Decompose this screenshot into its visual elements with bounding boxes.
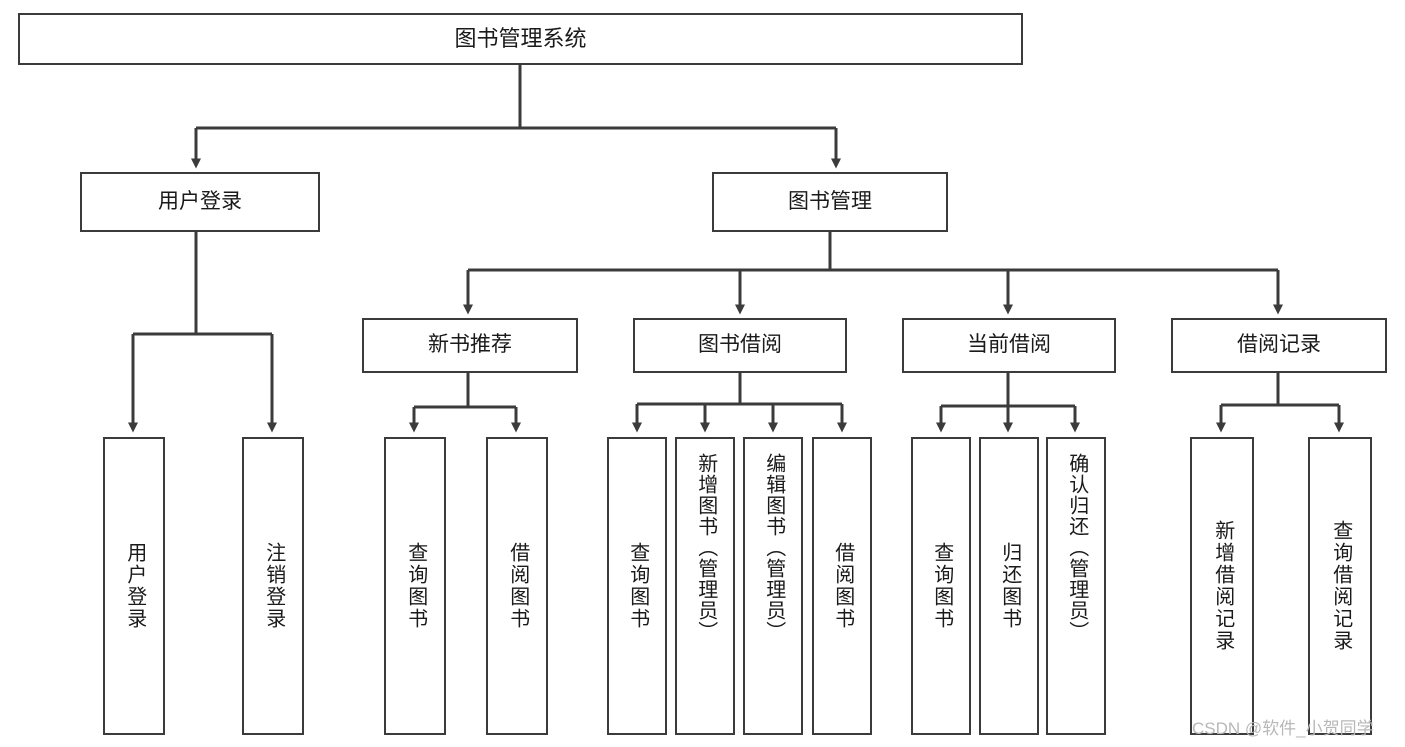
node-current-borrow-label: 当前借阅: [967, 333, 1051, 357]
node-book-management-label: 图书管理: [788, 189, 872, 213]
leaf-user-login-logout[interactable]: 注销登录: [242, 437, 304, 735]
leaf-label: 归还图书: [998, 542, 1021, 630]
leaf-user-login-login[interactable]: 用户登录: [103, 437, 165, 735]
leaf-new-book-query-book[interactable]: 查询图书: [384, 437, 446, 735]
node-user-login-label: 用户登录: [158, 189, 242, 213]
leaf-label: 新增借阅记录: [1211, 520, 1234, 652]
node-root[interactable]: 图书管理系统: [18, 13, 1023, 65]
leaf-book-borrow-add-book-admin[interactable]: 新增图书（管理员）: [675, 437, 735, 735]
node-borrow-record[interactable]: 借阅记录: [1171, 318, 1387, 373]
node-root-label: 图书管理系统: [454, 26, 587, 52]
node-new-book-recommend[interactable]: 新书推荐: [362, 318, 578, 373]
leaf-label: 注销登录: [262, 542, 285, 630]
node-book-management[interactable]: 图书管理: [712, 172, 948, 232]
node-borrow-record-label: 借阅记录: [1237, 333, 1321, 357]
leaf-label: 确认归还（管理员）: [1065, 453, 1088, 642]
leaf-book-borrow-query-book[interactable]: 查询图书: [607, 437, 667, 735]
leaf-label: 用户登录: [123, 542, 146, 630]
leaf-label: 新增图书（管理员）: [694, 453, 717, 642]
node-current-borrow[interactable]: 当前借阅: [902, 318, 1116, 373]
node-book-borrow-label: 图书借阅: [698, 333, 782, 357]
watermark: CSDN @软件_小贺同学: [1192, 719, 1374, 738]
leaf-borrow-record-query-record[interactable]: 查询借阅记录: [1308, 437, 1372, 735]
leaf-label: 查询图书: [930, 542, 953, 630]
node-user-login[interactable]: 用户登录: [80, 172, 320, 232]
leaf-current-borrow-query-book[interactable]: 查询图书: [911, 437, 971, 735]
leaf-new-book-borrow-book[interactable]: 借阅图书: [486, 437, 548, 735]
node-book-borrow[interactable]: 图书借阅: [633, 318, 847, 373]
leaf-current-borrow-return-book[interactable]: 归还图书: [979, 437, 1039, 735]
leaf-label: 查询图书: [404, 542, 427, 630]
leaf-current-borrow-confirm-return-admin[interactable]: 确认归还（管理员）: [1046, 437, 1106, 735]
leaf-label: 查询图书: [626, 542, 649, 630]
node-new-book-recommend-label: 新书推荐: [428, 333, 512, 357]
leaf-borrow-record-add-record[interactable]: 新增借阅记录: [1190, 437, 1254, 735]
leaf-label: 查询借阅记录: [1329, 520, 1352, 652]
leaf-label: 借阅图书: [506, 542, 529, 630]
leaf-book-borrow-borrow-book[interactable]: 借阅图书: [812, 437, 872, 735]
leaf-label: 借阅图书: [831, 542, 854, 630]
leaf-book-borrow-edit-book-admin[interactable]: 编辑图书（管理员）: [743, 437, 803, 735]
leaf-label: 编辑图书（管理员）: [762, 453, 785, 642]
